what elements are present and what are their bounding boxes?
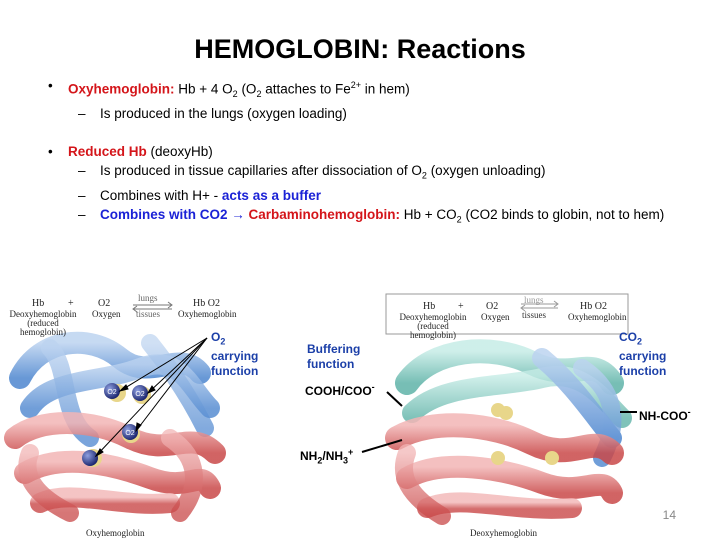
oxy-sup: 2+ (350, 80, 362, 90)
bullet-reduced-hb: • Reduced Hb (deoxyHb) (48, 142, 688, 161)
sub-bullet-text: Combines with H+ - (100, 187, 222, 203)
sub-bullet-co2: – Combines with CO2 → Carbaminohemoglobi… (48, 205, 688, 230)
buffer-highlight: acts as a buffer (221, 187, 321, 203)
cap-oxygen: Oxygen (92, 309, 121, 319)
eq-o2: O2 (486, 301, 499, 312)
hemoglobin-coils (4, 331, 226, 522)
eq-lungs: lungs (524, 295, 544, 305)
oxyhemoglobin-illustration: O2 O2 O2 (4, 301, 226, 522)
heme-groups (491, 403, 559, 465)
reduced-text: (deoxyHb) (146, 144, 213, 160)
o2-ball-label: O2 (135, 391, 144, 398)
eq-hb: Hb (423, 301, 436, 312)
eq-tissues: tissues (136, 309, 161, 319)
oxy-text: (O (237, 81, 257, 97)
sub-bullet-lungs: – Is produced in the lungs (oxygen loadi… (48, 104, 688, 123)
sub-bullet-sub: 2 (421, 170, 427, 181)
oxy-sub: 2 (232, 89, 238, 100)
nh-sub: 2 (317, 455, 323, 466)
sub-bullet-text: (oxygen unloading) (426, 163, 546, 179)
sub-bullet-text: (CO2 binds to globin, not to hem) (461, 206, 665, 222)
reduced-hb-label: Reduced Hb (68, 144, 147, 160)
bullet-dot: • (48, 144, 53, 160)
bottom-caption-oxyhemoglobin: Oxyhemoglobin (86, 528, 145, 538)
carrying-text: carrying (619, 349, 667, 364)
oxy-text: attaches to Fe (261, 81, 351, 97)
bullet-list: • Oxyhemoglobin: Hb + 4 O2 (O2 attaches … (48, 76, 688, 230)
sub-bullet-buffer: – Combines with H+ - acts as a buffer (48, 186, 688, 205)
oxy-text: Hb + 4 O (174, 81, 233, 97)
nh-coo-label: NH-COO- (639, 405, 691, 424)
carbamino-highlight: Carbaminohemoglobin: (248, 206, 401, 222)
eq-plus: + (68, 298, 74, 309)
slide-title: HEMOGLOBIN: Reactions (194, 34, 526, 64)
page-number: 14 (662, 508, 676, 522)
label-lines (361, 391, 637, 453)
sub-bullet-tissue: – Is produced in tissue capillaries afte… (48, 161, 688, 186)
co2-sub: 2 (637, 336, 643, 347)
dash: – (78, 106, 86, 122)
dash: – (78, 163, 86, 179)
o2-text: O (211, 330, 221, 344)
eq-lungs: lungs (138, 293, 158, 303)
co2-highlight: Combines with CO2 → (100, 206, 249, 222)
eq-o2: O2 (98, 298, 111, 309)
nhcoo-text: NH-COO (639, 409, 688, 423)
eq-hb: Hb (32, 298, 45, 309)
eq-hbo2: Hb O2 (193, 298, 220, 309)
bullet-oxyhemoglobin: • Oxyhemoglobin: Hb + 4 O2 (O2 attaches … (48, 76, 688, 104)
oxyhemoglobin-label: Oxyhemoglobin: (68, 81, 175, 97)
function-text: function (211, 364, 259, 379)
dash: – (78, 206, 86, 222)
sub-bullet-text: Is produced in tissue capillaries after … (100, 163, 422, 179)
bottom-caption-deoxyhemoglobin: Deoxyhemoglobin (470, 528, 537, 538)
cooh-label: COOH/COO- (305, 380, 375, 399)
hemoglobin-coils (385, 339, 632, 525)
cap-oxyhemoglobin: Oxyhemoglobin (568, 312, 627, 322)
co2-carrying-label: CO2 carrying function (619, 330, 666, 379)
o2-ball-label: O2 (125, 430, 134, 437)
deoxyhemoglobin-figure: Hb + O2 lungs tissues Hb O2 Deoxyhemoglo… (292, 288, 712, 540)
eq-plus: + (458, 301, 464, 312)
nh-text: NH (300, 449, 318, 463)
nhcoo-sup: - (687, 407, 691, 417)
nh-sup: + (348, 447, 354, 457)
cap-oxyhemoglobin: Oxyhemoglobin (178, 309, 237, 319)
cooh-sup: - (371, 382, 375, 392)
nh-text: /NH (322, 449, 344, 463)
o2-sub: 2 (220, 336, 226, 347)
nh-sub: 3 (343, 455, 349, 466)
nh2-nh3-label: NH2/NH3+ (300, 445, 353, 468)
sub-bullet-text: Hb + CO (400, 206, 457, 222)
o2-carrying-label: O2 carrying function (211, 330, 258, 379)
oxy-sub: 2 (256, 89, 262, 100)
cap-deoxyhemoglobin: Deoxyhemoglobin (reduced hemoglobin) (9, 309, 77, 337)
pointer-arrows (94, 337, 208, 458)
dash: – (78, 187, 86, 203)
eq-tissues: tissues (522, 310, 547, 320)
cap-deoxyhemoglobin: Deoxyhemoglobin (reduced hemoglobin) (399, 312, 467, 340)
oxyhemoglobin-figure: O2 O2 O2 Hb + O2 lungs tissues Hb O2 Deo… (0, 288, 300, 540)
buffering-text: Buffering (307, 342, 361, 356)
buffering-function-label: Buffering function (307, 342, 360, 372)
reaction-arrow (520, 300, 559, 312)
reaction-arrow (132, 301, 173, 313)
sub-bullet-text: Is produced in the lungs (oxygen loading… (100, 106, 347, 122)
function-text: function (619, 364, 667, 379)
oxy-text: in hem) (361, 81, 410, 97)
cap-oxygen: Oxygen (481, 312, 510, 322)
cooh-text: COOH/COO (305, 384, 372, 398)
deoxyhemoglobin-illustration (361, 293, 637, 525)
eq-hbo2: Hb O2 (580, 301, 607, 312)
oxygen-molecules: O2 O2 O2 (82, 383, 151, 467)
co2-text: CO (619, 330, 637, 344)
equation-box (385, 293, 629, 335)
sub-bullet-sub: 2 (456, 214, 462, 225)
carrying-text: carrying (211, 349, 259, 364)
function-text: function (307, 357, 355, 371)
bullet-dot: • (48, 78, 53, 93)
o2-ball-label: O2 (107, 389, 116, 396)
